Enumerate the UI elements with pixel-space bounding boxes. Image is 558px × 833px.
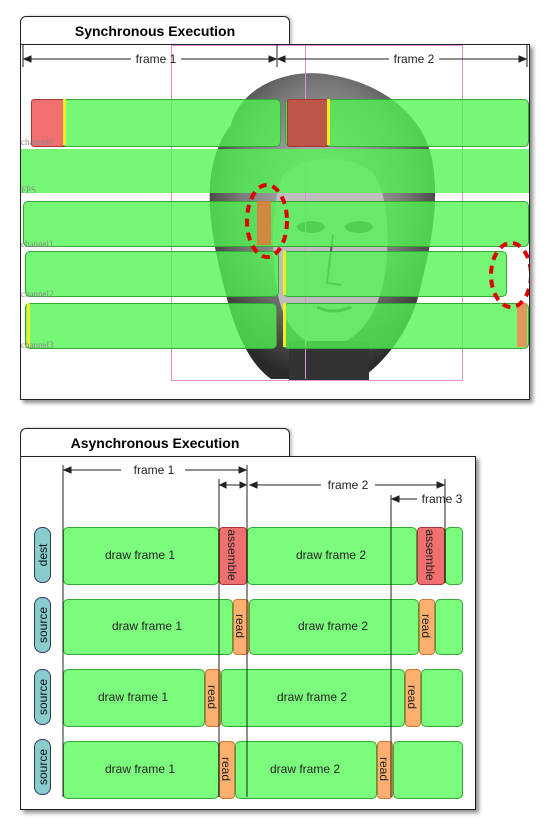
sync-yellow-marker: [327, 99, 330, 145]
read-block: [205, 669, 221, 727]
sync-yellow-marker: [27, 303, 30, 347]
sync-bar-row2: [23, 201, 529, 247]
draw-block: [393, 741, 463, 799]
sync-yellow-marker: [63, 99, 66, 145]
async-frame-arrows: [62, 465, 446, 797]
draw-block: [63, 527, 219, 585]
draw-label: draw frame 2: [276, 690, 348, 704]
highlight-circle-2: [489, 241, 529, 309]
draw-label: draw frame 2: [269, 762, 341, 776]
sync-title: Synchronous Execution: [74, 23, 236, 39]
sync-frame1-label: frame 1: [135, 52, 177, 66]
async-panel: dest source source source draw frame 1 a…: [20, 456, 476, 810]
draw-block: [235, 741, 377, 799]
sync-orange-slice: [257, 201, 271, 245]
read-block: [405, 669, 421, 727]
read-block: [233, 599, 249, 655]
read-block: [419, 599, 435, 655]
async-title: Asynchronous Execution: [70, 435, 240, 451]
sync-frame-arrows: [22, 45, 529, 309]
channel-pill-source: source: [34, 739, 51, 795]
assemble-block: [417, 527, 445, 585]
channel-pill-source: source: [34, 669, 51, 725]
overlay-label-channel3: channel3: [21, 340, 54, 350]
draw-block: [435, 599, 463, 655]
async-frame2-label: frame 2: [327, 478, 369, 492]
channel-pill-dest: dest: [34, 527, 51, 583]
overlay-label-fps: FPS: [21, 185, 37, 195]
overlay-label-channel1: channel1: [21, 239, 54, 249]
sync-orange-slice: [517, 303, 527, 347]
async-frame1-label: frame 1: [133, 463, 175, 477]
async-title-tab: Asynchronous Execution: [20, 428, 290, 458]
draw-block: [421, 669, 463, 727]
overlay-label-channel2: channel2: [21, 289, 54, 299]
draw-block: [247, 527, 417, 585]
draw-block: [63, 741, 219, 799]
sync-bar-row4-a: [25, 303, 277, 349]
sync-bar-row4-b: [283, 303, 529, 349]
draw-label: draw frame 1: [104, 762, 176, 776]
sync-bar-row3-a: [25, 251, 279, 297]
read-block: [377, 741, 393, 799]
overlay-label-channel0: channel0: [21, 137, 54, 147]
draw-label: draw frame 1: [97, 690, 169, 704]
sync-panel: channel0 FPS channel1 channel2 channel3: [20, 44, 530, 400]
async-frame3-label: frame 3: [421, 492, 463, 506]
draw-block: [63, 669, 205, 727]
highlight-circle-1: [245, 183, 289, 259]
sync-bar-row3-b: [283, 251, 507, 297]
draw-label: draw frame 1: [111, 619, 183, 633]
draw-label: draw frame 2: [297, 619, 369, 633]
draw-label: draw frame 2: [295, 548, 367, 562]
draw-block: [63, 599, 233, 655]
sync-frame2-label: frame 2: [393, 52, 435, 66]
draw-label: draw frame 1: [104, 548, 176, 562]
sync-title-tab: Synchronous Execution: [20, 16, 290, 46]
draw-block: [221, 669, 405, 727]
channel-pill-source: source: [34, 597, 51, 653]
sync-yellow-marker: [283, 251, 286, 295]
sync-yellow-marker: [283, 303, 286, 347]
